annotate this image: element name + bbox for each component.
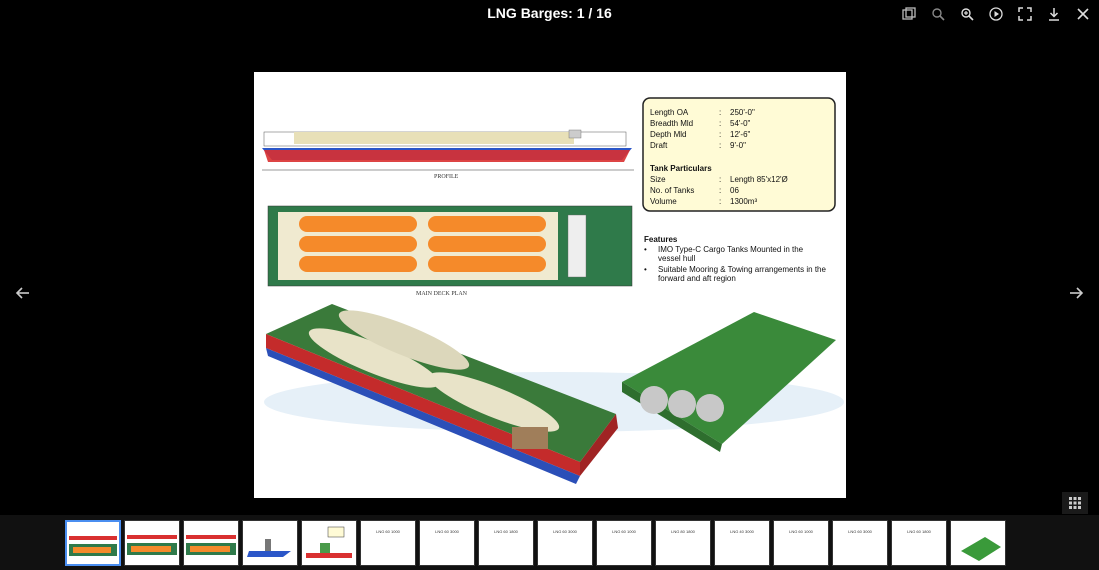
- profile-label: PROFILE: [434, 174, 459, 180]
- thumbnail[interactable]: [301, 520, 357, 566]
- svg-text:Depth Mld: Depth Mld: [650, 130, 686, 139]
- thumbnail[interactable]: LNG 40 3000: [714, 520, 770, 566]
- deck-plan-drawing: MAIN DECK PLAN: [267, 205, 633, 297]
- play-button[interactable]: [986, 6, 1006, 22]
- thumbnail[interactable]: [183, 520, 239, 566]
- profile-drawing: PROFILE: [262, 129, 634, 180]
- thumbnail[interactable]: [65, 520, 121, 566]
- svg-text::: :: [719, 186, 721, 195]
- share-button[interactable]: [899, 6, 919, 22]
- thumbnail[interactable]: [242, 520, 298, 566]
- grid-icon: [1069, 497, 1081, 509]
- slide-image: PROFILE MAIN DECK PLAN Length OA : 250'-…: [254, 72, 846, 498]
- features-list: Features • IMO Type-C Cargo Tanks Mounte…: [644, 235, 827, 283]
- thumbnail[interactable]: LNG 60 3000: [537, 520, 593, 566]
- svg-text:12'-6": 12'-6": [730, 130, 751, 139]
- deck-label: MAIN DECK PLAN: [416, 291, 468, 297]
- svg-text::: :: [719, 175, 721, 184]
- share-icon: [902, 7, 916, 20]
- previous-button[interactable]: [12, 282, 34, 304]
- svg-text:Volume: Volume: [650, 197, 677, 206]
- svg-text:9'-0": 9'-0": [730, 141, 746, 150]
- zoom-out-button[interactable]: [928, 6, 948, 22]
- download-icon: [1049, 8, 1059, 21]
- fullscreen-button[interactable]: [1015, 6, 1035, 22]
- svg-text:forward and aft region: forward and aft region: [658, 274, 736, 283]
- svg-text:250'-0": 250'-0": [730, 108, 755, 117]
- thumbnail[interactable]: LNG 60 3000: [419, 520, 475, 566]
- thumbnail[interactable]: LNG 60 1000: [773, 520, 829, 566]
- thumbnail[interactable]: LNG 60 1000: [596, 520, 652, 566]
- svg-text:Tank Particulars: Tank Particulars: [650, 164, 712, 173]
- viewer-title: LNG Barges: 1 / 16: [487, 5, 612, 21]
- thumbnail[interactable]: [950, 520, 1006, 566]
- svg-text::: :: [719, 130, 721, 139]
- play-icon: [989, 7, 1003, 21]
- arrow-left-icon: [15, 287, 29, 299]
- svg-text:Features: Features: [644, 235, 678, 244]
- svg-text:Length OA: Length OA: [650, 108, 689, 117]
- download-button[interactable]: [1044, 6, 1064, 22]
- cargo-hold-render: [622, 312, 836, 452]
- spec-box: Length OA : 250'-0" Breadth Mld : 54'-0"…: [642, 97, 836, 212]
- thumbnail[interactable]: LNG 60 1000: [360, 520, 416, 566]
- svg-text:•: •: [644, 265, 647, 274]
- svg-text:No. of Tanks: No. of Tanks: [650, 186, 694, 195]
- thumbnail[interactable]: LNG 60 1800: [478, 520, 534, 566]
- thumbnail[interactable]: LNG 60 3000: [832, 520, 888, 566]
- thumbnail[interactable]: LNG 60 1800: [891, 520, 947, 566]
- arrow-right-icon: [1070, 287, 1084, 299]
- svg-text::: :: [719, 197, 721, 206]
- fullscreen-icon: [1018, 7, 1032, 21]
- svg-text::: :: [719, 108, 721, 117]
- svg-text:Length 85'x12'Ø: Length 85'x12'Ø: [730, 175, 788, 184]
- svg-text:1300m³: 1300m³: [730, 197, 757, 206]
- zoom-in-icon: [961, 8, 974, 21]
- svg-text:IMO Type-C Cargo Tanks Mounted: IMO Type-C Cargo Tanks Mounted in the: [658, 245, 804, 254]
- svg-text::: :: [719, 141, 721, 150]
- svg-text:•: •: [644, 245, 647, 254]
- zoom-out-icon: [932, 8, 945, 21]
- thumbnail-grid-button[interactable]: [1062, 492, 1088, 514]
- next-button[interactable]: [1065, 282, 1087, 304]
- svg-text:54'-0": 54'-0": [730, 119, 751, 128]
- svg-text::: :: [719, 119, 721, 128]
- thumbnail[interactable]: [124, 520, 180, 566]
- svg-text:vessel hull: vessel hull: [658, 254, 696, 263]
- svg-text:Breadth Mld: Breadth Mld: [650, 119, 693, 128]
- viewer-toolbar: [899, 6, 1093, 22]
- svg-text:Size: Size: [650, 175, 666, 184]
- svg-text:Suitable Mooring & Towing arra: Suitable Mooring & Towing arrangements i…: [658, 265, 827, 274]
- svg-text:06: 06: [730, 186, 739, 195]
- close-button[interactable]: [1073, 6, 1093, 22]
- thumbnail[interactable]: LNG 80 1800: [655, 520, 711, 566]
- close-icon: [1077, 8, 1089, 20]
- zoom-in-button[interactable]: [957, 6, 977, 22]
- svg-text:Draft: Draft: [650, 141, 668, 150]
- thumbnail-strip: LNG 60 1000 LNG 60 3000 LNG 60 1800 LNG …: [65, 520, 1006, 566]
